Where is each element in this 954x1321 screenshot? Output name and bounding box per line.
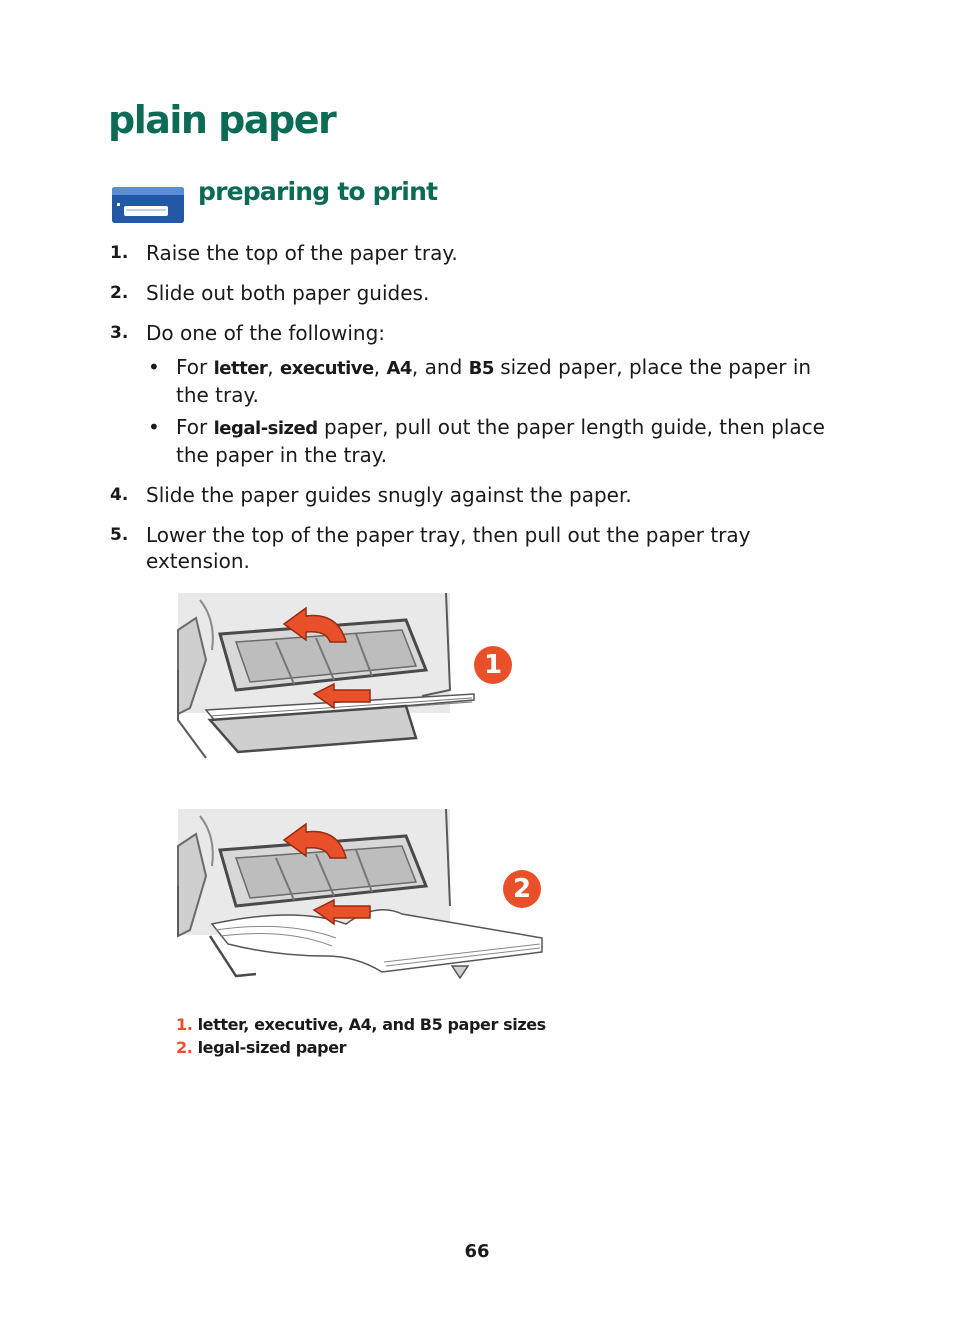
raise-arrow-icon xyxy=(280,602,360,650)
page-number: 66 xyxy=(464,1241,490,1262)
term-executive: executive xyxy=(280,358,374,379)
step-text: Lower the top of the paper tray, then pu… xyxy=(146,523,751,573)
step-number: 5. xyxy=(110,525,129,545)
bullet-marker: • xyxy=(148,415,160,439)
caption-text: legal-sized paper xyxy=(192,1038,347,1057)
term-b5: B5 xyxy=(468,358,495,379)
push-arrow-icon xyxy=(312,898,374,930)
caption-item: 1. letter, executive, A4, and B5 paper s… xyxy=(176,1013,546,1036)
step-number: 2. xyxy=(110,283,129,303)
section-title: preparing to print xyxy=(198,177,438,206)
caption-item: 2. legal-sized paper xyxy=(176,1036,546,1059)
step-item: 5. Lower the top of the paper tray, then… xyxy=(110,522,850,574)
caption-text: letter, executive, A4, and B5 paper size… xyxy=(192,1015,547,1034)
step-item: 4. Slide the paper guides snugly against… xyxy=(110,482,850,508)
raise-arrow-icon xyxy=(280,818,360,866)
term-a4: A4 xyxy=(386,358,412,379)
caption-number: 1. xyxy=(176,1015,193,1034)
step-text: Slide the paper guides snugly against th… xyxy=(146,483,632,507)
printer-icon xyxy=(110,186,186,228)
step-number: 1. xyxy=(110,243,129,263)
step-item: 1. Raise the top of the paper tray. xyxy=(110,240,850,266)
illustration-letter-paper xyxy=(176,590,476,764)
step-badge-2: 2 xyxy=(503,870,541,908)
step-badge-1: 1 xyxy=(474,646,512,684)
bullet-list: • For letter, executive, A4, and B5 size… xyxy=(146,354,850,468)
step-number: 3. xyxy=(110,323,129,343)
bullet-item: • For letter, executive, A4, and B5 size… xyxy=(148,355,812,407)
step-text: Slide out both paper guides. xyxy=(146,281,430,305)
page-title: plain paper xyxy=(108,98,337,142)
illustration-legal-paper xyxy=(176,806,546,986)
step-number: 4. xyxy=(110,485,129,505)
step-item: 3. Do one of the following: • For letter… xyxy=(110,320,850,468)
term-letter: letter xyxy=(213,358,268,379)
push-arrow-icon xyxy=(312,682,374,714)
step-text: Do one of the following: xyxy=(146,321,386,345)
caption-number: 2. xyxy=(176,1038,193,1057)
term-legal-sized: legal-sized xyxy=(213,418,319,439)
bullet-marker: • xyxy=(148,355,160,379)
figure-captions: 1. letter, executive, A4, and B5 paper s… xyxy=(176,1013,546,1059)
steps-list: 1. Raise the top of the paper tray. 2. S… xyxy=(110,240,850,588)
step-item: 2. Slide out both paper guides. xyxy=(110,280,850,306)
step-text: Raise the top of the paper tray. xyxy=(146,241,458,265)
bullet-item: • For legal-sized paper, pull out the pa… xyxy=(148,415,825,467)
